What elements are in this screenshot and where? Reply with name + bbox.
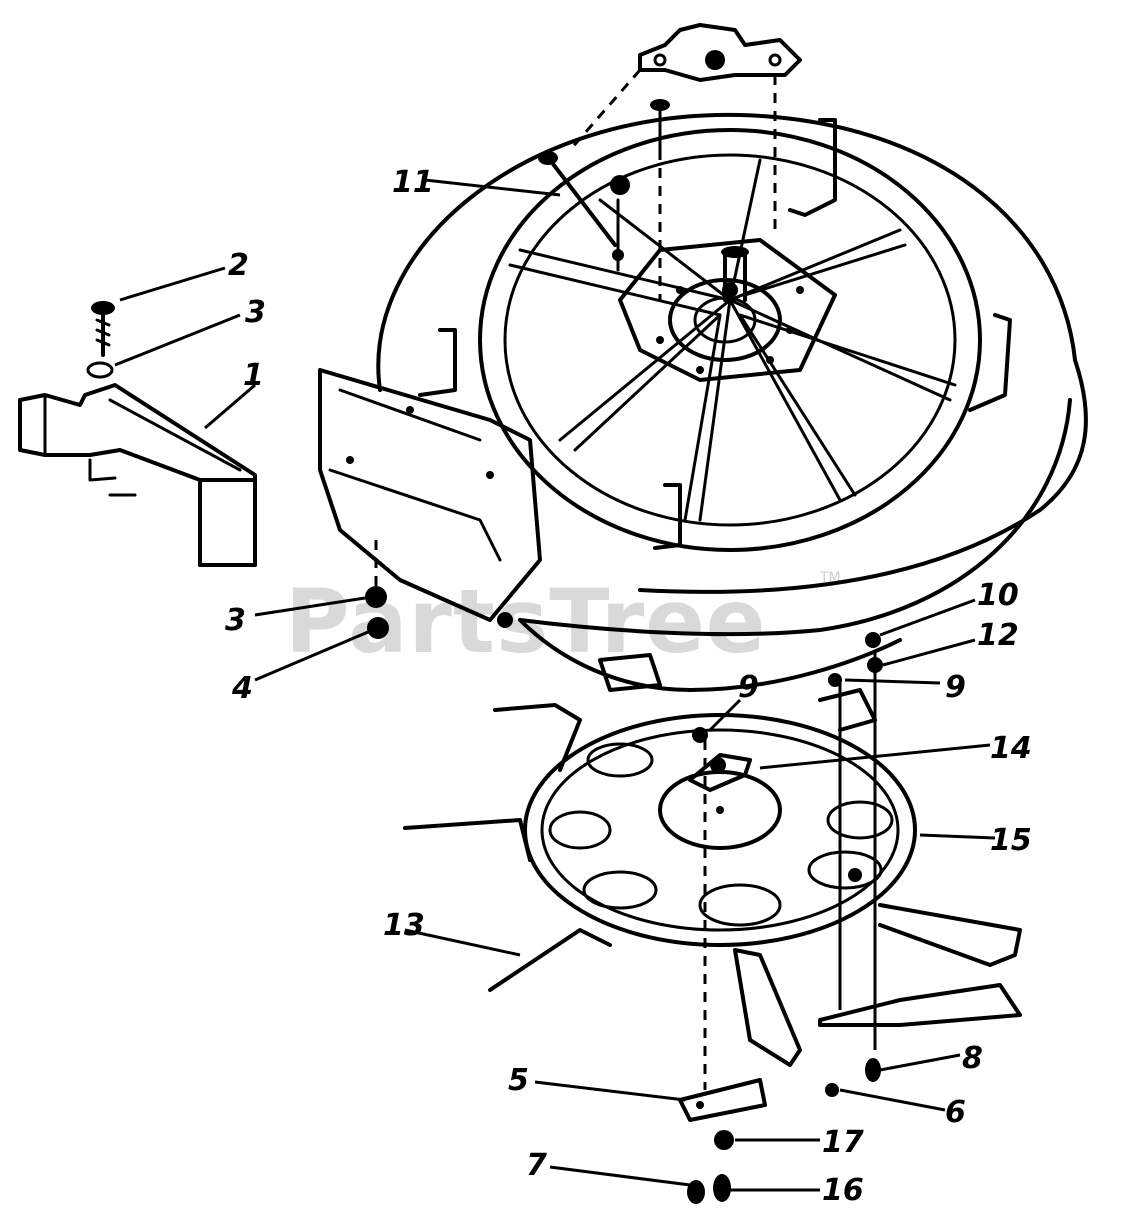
callout-4: 4 (231, 671, 253, 706)
bolt-6 (825, 1083, 839, 1097)
callout-11: 11 (392, 165, 434, 200)
callout-7: 7 (526, 1148, 547, 1183)
mower-deck-housing (318, 112, 1088, 692)
callout-16: 16 (822, 1173, 864, 1208)
top-mounting-bracket (568, 23, 802, 230)
callout-12: 12 (977, 618, 1019, 653)
callout-6: 6 (945, 1095, 966, 1130)
callout-3-top: 3 (245, 295, 266, 330)
bolt-8 (865, 1058, 881, 1082)
deflector-bar-1 (18, 383, 257, 567)
bracket-5 (678, 1078, 767, 1122)
callout-9-right: 9 (945, 670, 966, 705)
bolt-2 (91, 301, 115, 357)
washer-3-top (86, 361, 114, 379)
callout-13: 13 (383, 908, 425, 943)
washer-10 (865, 632, 881, 648)
leader-lines (114, 178, 996, 1192)
washer-12 (867, 657, 883, 673)
bolt-7 (687, 1180, 705, 1204)
callout-5: 5 (508, 1063, 529, 1098)
callout-15: 15 (990, 823, 1032, 858)
bolt-top (650, 99, 670, 300)
callout-2: 2 (228, 248, 249, 283)
callout-1: 1 (243, 358, 264, 393)
nut-4 (367, 617, 389, 639)
bolt-11 (538, 151, 630, 272)
callout-10: 10 (977, 578, 1019, 613)
callout-9-left: 9 (738, 670, 759, 705)
blade-assembly (403, 688, 1022, 1067)
callout-3-lower: 3 (225, 603, 246, 638)
bolt-16 (713, 1174, 731, 1202)
washer-3-lower (365, 586, 387, 608)
callout-17: 17 (822, 1125, 864, 1160)
nut-9-right (828, 673, 842, 687)
callout-14: 14 (990, 731, 1032, 766)
nut-17 (714, 1130, 734, 1150)
callout-8: 8 (962, 1041, 983, 1076)
